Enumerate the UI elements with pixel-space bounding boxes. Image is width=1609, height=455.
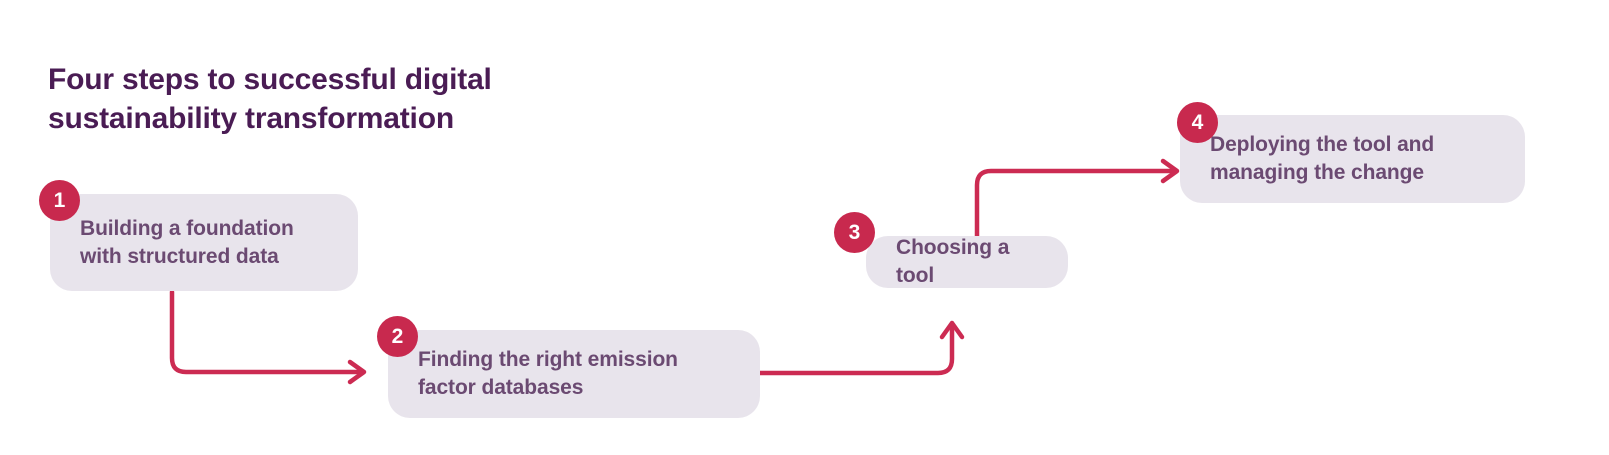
step-4-box[interactable]: Deploying the tool and managing the chan… [1180,115,1525,203]
step-3-badge: 3 [834,212,875,253]
connector-step2-to-step3 [757,320,965,376]
step-3-box[interactable]: Choosing a tool [866,236,1068,288]
step-4-label: Deploying the tool and managing the chan… [1210,133,1435,184]
step-2-badge: 2 [377,316,418,357]
page-title: Four steps to successful digital sustain… [48,63,492,135]
step-1-label: Building a foundation with structured da… [80,216,294,268]
connector-step3-to-step4 [974,158,1180,239]
step-1-box[interactable]: Building a foundation with structured da… [50,194,358,291]
step-4-badge: 4 [1177,102,1218,143]
step-1-badge: 1 [39,180,80,221]
step-2-label: Finding the right emission factor databa… [418,348,678,399]
connector-step1-to-step2 [169,289,367,385]
step-2-box[interactable]: Finding the right emission factor databa… [388,330,760,418]
step-3-label: Choosing a tool [896,236,1010,287]
